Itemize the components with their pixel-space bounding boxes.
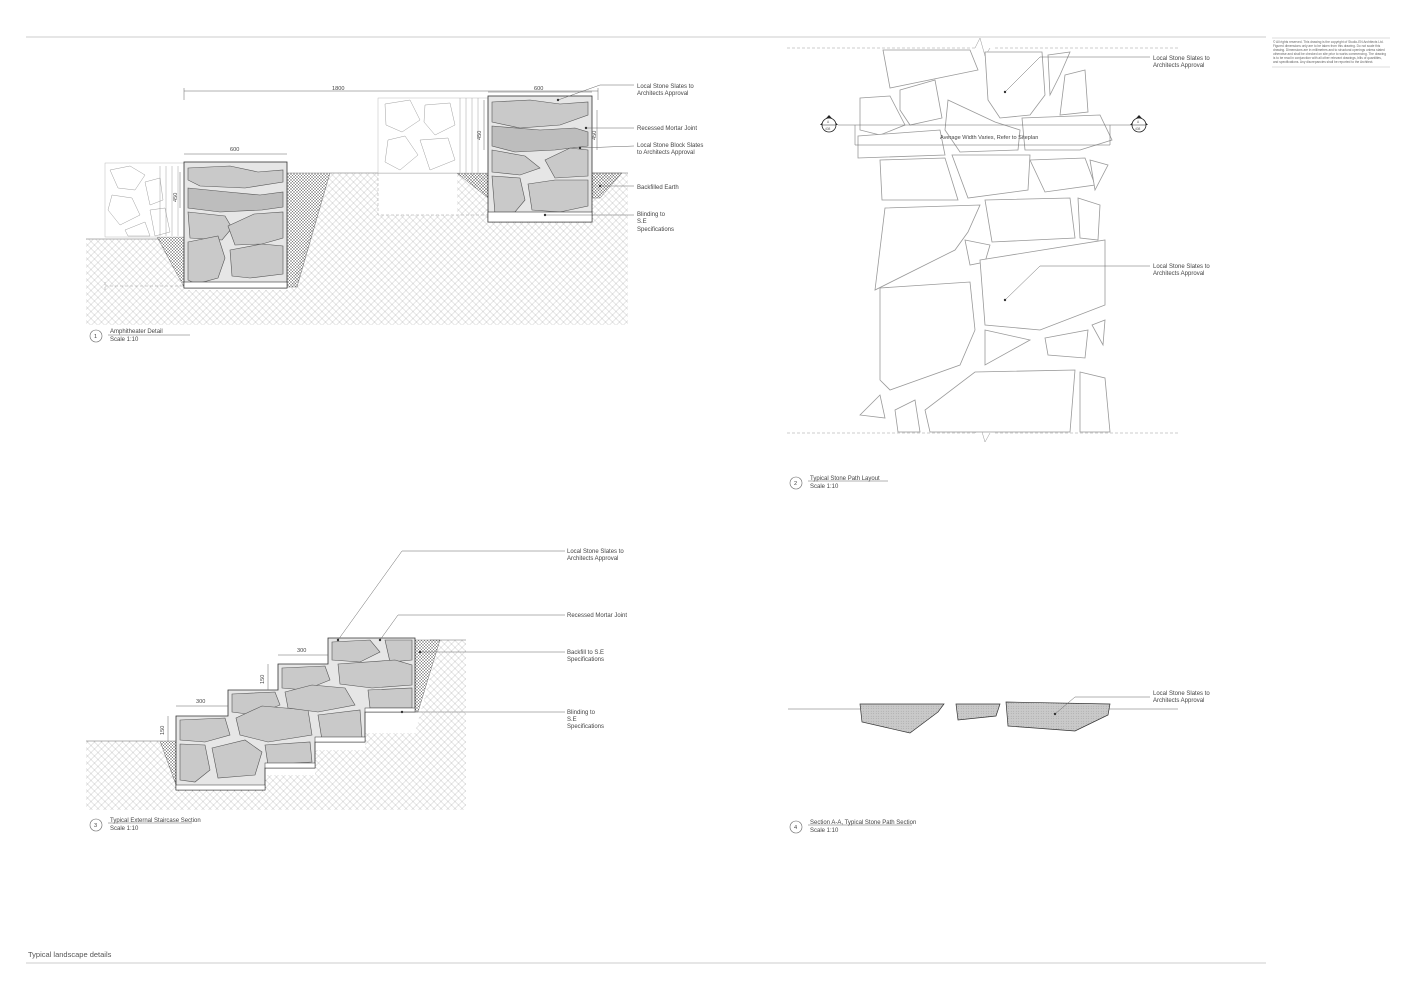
section-marker-left: A 408 xyxy=(820,115,838,133)
note-line: drawing. Dimensions are in millimetres a… xyxy=(1273,48,1385,52)
detail-title: Section A-A, Typical Stone Path Section xyxy=(810,820,916,826)
detail-number-circle xyxy=(89,329,103,343)
detail-4-stone-path-section: Local Stone Slates to Architects Approva… xyxy=(788,691,1210,834)
detail-title: Typical Stone Path Layout xyxy=(810,476,880,482)
callout-label: to Architects Approval xyxy=(637,150,695,156)
callout-label: Blinding to xyxy=(637,212,666,218)
dim-left-height: 450 xyxy=(173,193,179,202)
detail-title: Amphitheater Detail xyxy=(110,329,163,335)
detail-scale: Scale 1:10 xyxy=(810,828,839,834)
callout-label: Recessed Mortar Joint xyxy=(567,613,627,619)
dim-riser-top: 150 xyxy=(260,675,266,684)
note-line: and specifications. Any discrepancies sh… xyxy=(1273,60,1373,64)
dim-right-height: 450 xyxy=(592,131,598,140)
callout-label: Backfilled Earth xyxy=(637,185,679,191)
ground-hatch xyxy=(86,640,466,810)
title-block-notes: © All rights reserved. This drawing is t… xyxy=(1272,37,1390,68)
callout-label: Specifications xyxy=(567,724,604,730)
callout-label: Local Stone Block Slates xyxy=(637,143,703,149)
section-marker-right: A 408 xyxy=(1130,115,1148,133)
section-sheet: 408 xyxy=(825,127,831,131)
callout-label: Local Stone Slates to xyxy=(1153,56,1210,62)
note-line: Figured dimensions only are to be taken … xyxy=(1273,44,1381,48)
detail-scale: Scale 1:10 xyxy=(110,337,139,343)
callout-label: Specifications xyxy=(567,657,604,663)
detail-1-amphitheater: 1800 600 600 450 450 450 Local Stone Sla… xyxy=(86,84,703,343)
detail-3-staircase-section: 300 300 150 150 Local Stone Slates to Ar… xyxy=(86,549,627,832)
width-note: Average Width Varies, Refer to Siteplan xyxy=(940,135,1038,141)
dim-right-width: 600 xyxy=(534,86,543,92)
callout-label: Architects Approval xyxy=(637,91,688,97)
note-line: otherwise and shall be checked on site p… xyxy=(1273,52,1386,56)
detail-scale: Scale 1:10 xyxy=(810,484,839,490)
callout-label: Backfill to S.E xyxy=(567,650,604,656)
detail-scale: Scale 1:10 xyxy=(110,826,139,832)
sheet-title: Typical landscape details xyxy=(28,950,112,959)
callout-label: Recessed Mortar Joint xyxy=(637,126,697,132)
dim-right-height: 450 xyxy=(477,131,483,140)
section-letter: A xyxy=(1137,120,1140,124)
section-letter: A xyxy=(827,120,830,124)
detail-title: Typical External Staircase Section xyxy=(110,818,201,824)
callout-label: Architects Approval xyxy=(567,556,618,562)
dim-riser-bottom: 150 xyxy=(160,726,166,735)
detail-number: 1 xyxy=(94,334,97,340)
callout-label: Blinding to xyxy=(567,710,596,716)
note-line: © All rights reserved. This drawing is t… xyxy=(1273,40,1384,44)
detail-number: 4 xyxy=(794,825,797,831)
callout-label: Architects Approval xyxy=(1153,63,1204,69)
callout-label: Architects Approval xyxy=(1153,271,1204,277)
callout-label: Architects Approval xyxy=(1153,698,1204,704)
detail-number: 3 xyxy=(94,823,97,829)
callout-label: Local Stone Slates to xyxy=(1153,264,1210,270)
note-line: is to be read in conjunction with all ot… xyxy=(1273,56,1382,60)
dim-tread-top: 300 xyxy=(297,648,306,654)
section-sheet: 408 xyxy=(1135,127,1141,131)
callout-label: S.E xyxy=(567,717,577,723)
callout-label: Local Stone Slates to xyxy=(1153,691,1210,697)
callout-label: S.E xyxy=(637,219,647,225)
callout-label: Local Stone Slates to xyxy=(567,549,624,555)
detail-number: 2 xyxy=(794,481,797,487)
dim-tread-bottom: 300 xyxy=(196,699,205,705)
callout-label: Local Stone Slates to xyxy=(637,84,694,90)
callout-label: Specifications xyxy=(637,227,674,233)
dim-left-width: 600 xyxy=(230,147,239,153)
dim-overall: 1800 xyxy=(332,86,344,92)
detail-2-stone-path-layout: Average Width Varies, Refer to Siteplan … xyxy=(787,37,1210,490)
